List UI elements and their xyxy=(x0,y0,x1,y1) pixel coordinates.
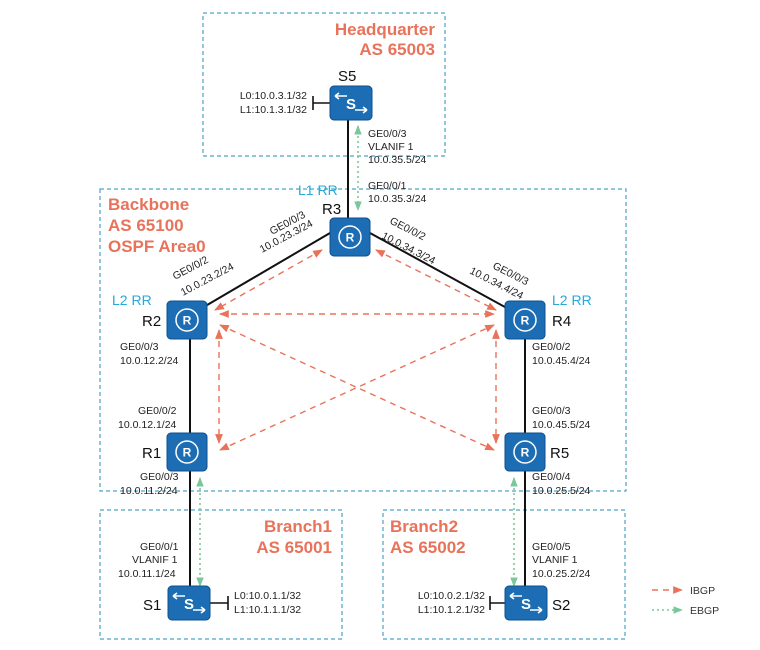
switch-s2[interactable]: S xyxy=(504,585,548,621)
s1-loopback-1: L1:10.1.1.1/32 xyxy=(234,604,301,616)
r2-rr-label: L2 RR xyxy=(112,292,152,308)
if-r1-ge003-ip: 10.0.11.2/24 xyxy=(120,485,178,497)
if-r1-ge002-ip: 10.0.12.1/24 xyxy=(118,419,177,431)
branch2-title: Branch2 xyxy=(390,517,458,536)
r1-name: R1 xyxy=(142,445,161,462)
s1-loopback-stub xyxy=(210,596,229,610)
r4-name: R4 xyxy=(552,313,571,330)
switch-s5[interactable]: S xyxy=(329,85,373,121)
if-r5-ge004: GE0/0/4 xyxy=(532,471,571,483)
s2-loopback-0: L0:10.0.2.1/32 xyxy=(418,590,485,602)
router-glyph: R xyxy=(183,314,192,328)
branch1-title: Branch1 xyxy=(264,517,332,536)
router-r5[interactable]: R xyxy=(504,432,546,472)
branch1-as: AS 65001 xyxy=(256,538,332,557)
branch2-area xyxy=(382,509,626,640)
if-r5-ge004-ip: 10.0.25.5/24 xyxy=(532,485,591,497)
s1-loopback-0: L0:10.0.1.1/32 xyxy=(234,590,301,602)
s5-name: S5 xyxy=(338,68,356,85)
if-s2-ge005: GE0/0/5 xyxy=(532,541,571,553)
s5-loopback-0: L0:10.0.3.1/32 xyxy=(240,90,307,102)
switch-glyph: S xyxy=(346,96,356,113)
router-r1[interactable]: R xyxy=(166,432,208,472)
switch-s1[interactable]: S xyxy=(167,585,211,621)
if-r1-ge003: GE0/0/3 xyxy=(140,471,179,483)
if-s5-vlanif: VLANIF 1 xyxy=(368,141,414,153)
switch-glyph: S xyxy=(184,596,194,613)
if-s5-ge003: GE0/0/3 xyxy=(368,128,407,140)
r3-rr-label: L1 RR xyxy=(298,182,338,198)
if-r3-ge001: GE0/0/1 xyxy=(368,180,407,192)
legend-ibgp-label: IBGP xyxy=(690,585,715,597)
s2-loopback-stub xyxy=(489,596,507,610)
branch1-area xyxy=(99,509,343,640)
router-glyph: R xyxy=(346,231,355,245)
backbone-area xyxy=(99,188,627,492)
if-r4-ge002-ip: 10.0.45.4/24 xyxy=(532,355,591,367)
if-r5-ge003-ip: 10.0.45.5/24 xyxy=(532,419,591,431)
ibgp-r3-r4 xyxy=(375,249,497,311)
if-r3-ge001-ip: 10.0.35.3/24 xyxy=(368,193,427,205)
ibgp-r3-r2 xyxy=(214,249,323,311)
backbone-title: Backbone xyxy=(108,195,189,214)
router-r2[interactable]: R xyxy=(166,300,208,340)
s2-name: S2 xyxy=(552,597,570,614)
r2-name: R2 xyxy=(142,313,161,330)
s1-name: S1 xyxy=(143,597,161,614)
if-s1-ip: 10.0.11.1/24 xyxy=(118,568,176,580)
s5-loopback-1: L1:10.1.3.1/32 xyxy=(240,104,307,116)
router-glyph: R xyxy=(521,446,530,460)
if-s1-ge001: GE0/0/1 xyxy=(140,541,179,553)
if-s1-vlanif: VLANIF 1 xyxy=(132,554,178,566)
if-r2-ge003: GE0/0/3 xyxy=(120,341,159,353)
s2-loopback-1: L1:10.1.2.1/32 xyxy=(418,604,485,616)
branch2-as: AS 65002 xyxy=(390,538,466,557)
router-r3[interactable]: R xyxy=(329,217,371,257)
router-r4[interactable]: R xyxy=(504,300,546,340)
if-r1-ge002: GE0/0/2 xyxy=(138,405,177,417)
headquarter-as: AS 65003 xyxy=(359,40,435,59)
if-s2-ip: 10.0.25.2/24 xyxy=(532,568,591,580)
r3-name: R3 xyxy=(322,201,341,218)
legend-ebgp-label: EBGP xyxy=(690,605,719,617)
if-r4-ge002: GE0/0/2 xyxy=(532,341,571,353)
if-r5-ge003: GE0/0/3 xyxy=(532,405,571,417)
backbone-ospf: OSPF Area0 xyxy=(108,237,206,256)
headquarter-title: Headquarter xyxy=(335,20,436,39)
router-glyph: R xyxy=(521,314,530,328)
switch-glyph: S xyxy=(521,596,531,613)
r5-name: R5 xyxy=(550,445,569,462)
backbone-as: AS 65100 xyxy=(108,216,184,235)
legend: IBGP EBGP xyxy=(652,585,719,617)
headquarter-area xyxy=(202,12,446,157)
if-s5-ip: 10.0.35.5/24 xyxy=(368,154,427,166)
if-s2-vlanif: VLANIF 1 xyxy=(532,554,578,566)
r4-rr-label: L2 RR xyxy=(552,292,592,308)
if-r2-ge003-ip: 10.0.12.2/24 xyxy=(120,355,179,367)
router-glyph: R xyxy=(183,446,192,460)
